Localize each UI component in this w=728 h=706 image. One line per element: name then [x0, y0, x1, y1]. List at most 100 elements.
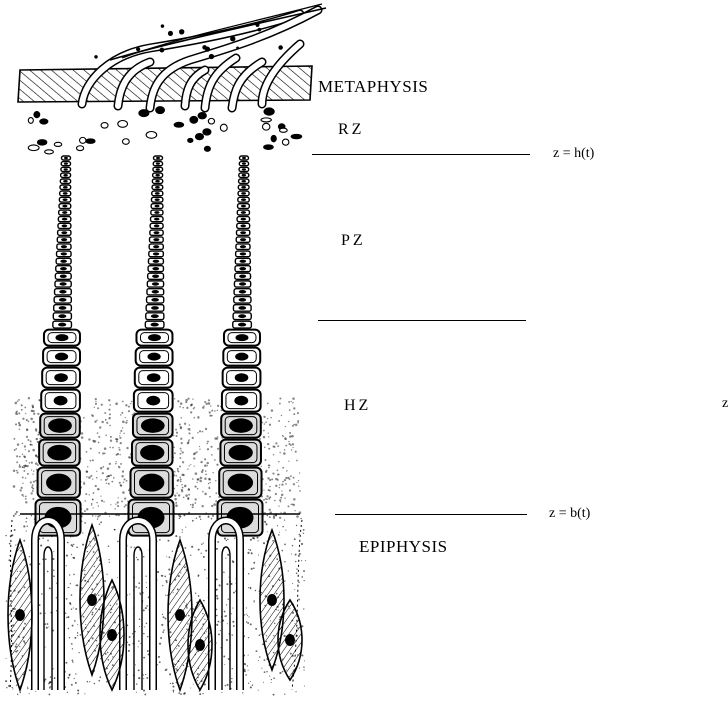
reserve-cell: [261, 118, 271, 122]
vessel-loop-outline: [123, 521, 153, 691]
nucleus: [151, 323, 159, 327]
spindle-nucleus: [285, 634, 295, 646]
nucleus: [241, 218, 247, 221]
reserve-cell: [54, 142, 61, 146]
reserve-cell: [198, 112, 206, 118]
chondrocyte-column: [218, 156, 263, 536]
reserve-cell: [220, 124, 227, 131]
reserve-cell: [156, 107, 165, 114]
vessel-loop: [123, 521, 153, 691]
nucleus: [59, 290, 66, 294]
nucleus: [241, 186, 246, 189]
nucleus: [147, 373, 161, 382]
bone-speck: [94, 55, 97, 58]
reserve-cell: [190, 116, 198, 123]
nucleus: [239, 290, 246, 294]
nucleus: [155, 192, 160, 195]
nucleus: [60, 260, 67, 263]
chondrocyte-column: [129, 156, 174, 536]
nucleus: [155, 198, 160, 201]
nucleus: [240, 252, 246, 255]
nucleus: [235, 353, 248, 361]
bone-speck: [230, 36, 235, 41]
nucleus: [61, 231, 67, 234]
bone-speck: [159, 48, 164, 53]
reserve-cell: [45, 150, 54, 154]
nucleus: [58, 323, 66, 327]
reserve-cell: [264, 108, 274, 115]
nucleus: [242, 168, 246, 170]
bone-speck: [278, 45, 283, 50]
reserve-cell: [37, 140, 46, 145]
nucleus: [156, 163, 160, 165]
nucleus: [46, 474, 71, 492]
vessel-lumen: [222, 547, 230, 690]
nucleus: [62, 205, 67, 208]
nucleus: [48, 418, 72, 432]
reserve-zone-cells: [28, 107, 301, 154]
nucleus: [154, 211, 159, 214]
nucleus: [241, 198, 246, 201]
chondrocyte-column: [36, 156, 81, 536]
nucleus: [153, 245, 159, 248]
reserve-cell: [203, 129, 211, 135]
nucleus: [63, 174, 67, 176]
nucleus: [152, 275, 159, 278]
nucleus: [229, 445, 253, 461]
nucleus: [59, 298, 67, 302]
reserve-cell: [139, 110, 149, 117]
nucleus: [241, 180, 246, 182]
nucleus: [229, 418, 253, 432]
reserve-cell: [28, 118, 33, 124]
nucleus: [154, 224, 160, 227]
reserve-cell: [34, 112, 40, 118]
nucleus: [141, 418, 165, 432]
nucleus: [239, 282, 246, 285]
nucleus: [235, 373, 249, 382]
nucleus: [61, 238, 67, 241]
nucleus: [63, 180, 68, 182]
nucleus: [242, 174, 246, 176]
bone-speck: [168, 31, 173, 36]
nucleus: [64, 157, 68, 159]
nucleus: [155, 180, 160, 182]
proliferative-zone-label: PZ: [341, 232, 366, 250]
reserve-cell: [208, 118, 214, 124]
spindle-nucleus: [195, 639, 205, 651]
reserve-cell: [28, 145, 39, 151]
reserve-cell: [188, 138, 193, 142]
reserve-cell: [282, 139, 288, 145]
bone-speck: [161, 24, 164, 27]
nucleus: [240, 224, 246, 227]
nucleus: [64, 163, 68, 165]
bone-speck: [209, 54, 214, 59]
reserve-cell: [264, 145, 274, 150]
bone-speck: [205, 47, 210, 52]
metaphysis-bone: [18, 4, 326, 108]
nucleus: [154, 231, 160, 234]
nucleus: [242, 163, 246, 165]
nucleus: [241, 192, 246, 195]
nucleus: [55, 353, 68, 361]
epiphysis-label: EPIPHYSIS: [359, 537, 448, 557]
chondrocyte-columns: [36, 156, 263, 536]
bone-speck: [179, 29, 184, 34]
reserve-cell: [280, 128, 288, 132]
boundary-h-equation: z = h(t): [553, 146, 594, 162]
pz-hz-boundary-line: [318, 320, 526, 321]
reserve-cell: [146, 132, 157, 139]
nucleus: [240, 238, 246, 241]
nucleus: [60, 282, 67, 285]
nucleus: [151, 306, 159, 310]
reserve-cell: [86, 139, 95, 143]
hypertrophic-zone-label: HZ: [344, 397, 371, 415]
vessel-lumen: [134, 547, 142, 690]
metaphysis-label: METAPHYSIS: [318, 77, 428, 97]
bone-speck: [136, 47, 140, 51]
nucleus: [234, 396, 248, 406]
nucleus: [152, 267, 159, 270]
nucleus: [236, 334, 249, 341]
nucleus: [62, 218, 68, 221]
boundary-line-h: [312, 154, 530, 155]
nucleus: [152, 282, 159, 285]
